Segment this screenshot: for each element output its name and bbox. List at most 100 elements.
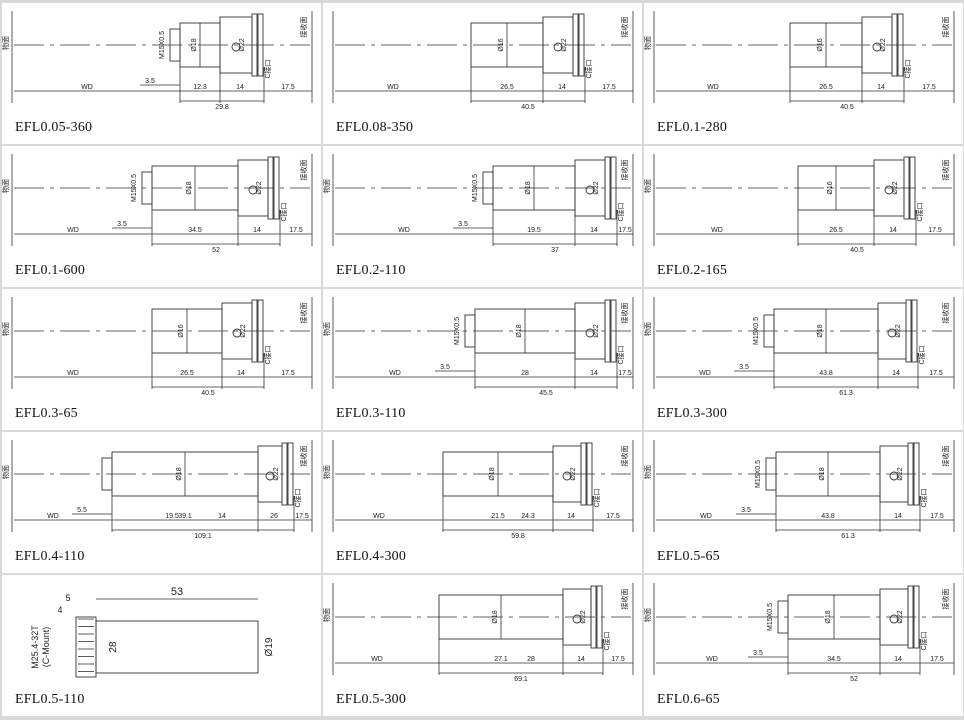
image-plane-label: 接收面 bbox=[299, 446, 308, 467]
total-length-label: 45.5 bbox=[539, 390, 553, 397]
total-length-label: 40.5 bbox=[201, 390, 215, 397]
image-plane-label: 接收面 bbox=[941, 303, 950, 324]
mount-length-label: 14 bbox=[894, 656, 902, 663]
mount-length-label: 14 bbox=[894, 513, 902, 520]
object-plane-label: 物面 bbox=[323, 322, 331, 336]
wd-label: WD bbox=[711, 227, 723, 234]
body-diameter-label: Ø18 bbox=[819, 467, 826, 480]
mount-ring-1 bbox=[267, 156, 274, 220]
mount-ring-2 bbox=[913, 442, 920, 506]
body-length-label: 34.5 bbox=[827, 656, 841, 663]
mount-label: C接口 bbox=[263, 59, 272, 78]
mount-length-label: 26 bbox=[270, 513, 278, 520]
object-plane-label: 物面 bbox=[323, 465, 331, 479]
body-diameter-label: Ø18 bbox=[186, 181, 193, 194]
body-length-label: 39.1 bbox=[178, 513, 192, 520]
wd-label: WD bbox=[81, 84, 93, 91]
thread-label: M15X0.5 bbox=[131, 174, 138, 202]
mount-diameter-label: Ø22 bbox=[892, 181, 899, 194]
total-length-label: 61.3 bbox=[841, 533, 855, 540]
thread-label: M15X0.5 bbox=[159, 31, 166, 59]
dim-53: 53 bbox=[171, 586, 183, 598]
mount-ring-2 bbox=[897, 13, 904, 77]
total-length-label: 59.8 bbox=[511, 533, 525, 540]
body-diameter-label: Ø18 bbox=[492, 610, 499, 623]
mount-label: C接口 bbox=[919, 488, 928, 507]
body-length-label-b: 24.3 bbox=[521, 513, 535, 520]
object-plane-label: 物面 bbox=[644, 608, 652, 622]
set-screw bbox=[872, 42, 882, 52]
image-plane-label: 接收面 bbox=[299, 160, 308, 181]
thread-label: M15X0.5 bbox=[755, 460, 762, 488]
image-plane-label: 接收面 bbox=[299, 17, 308, 38]
mount-ring-1 bbox=[907, 442, 914, 506]
mount-length-label: 14 bbox=[877, 84, 885, 91]
mount-length-label: 14 bbox=[590, 370, 598, 377]
object-plane-label: 物面 bbox=[2, 322, 10, 336]
wd-label: WD bbox=[67, 227, 79, 234]
mount-length-label: 14 bbox=[892, 370, 900, 377]
mount-label: C接口 bbox=[279, 202, 288, 221]
thread-label: M15X0.5 bbox=[472, 174, 479, 202]
model-caption: EFL0.3-300 bbox=[657, 406, 728, 421]
set-screw bbox=[585, 185, 595, 195]
total-length-label: 37 bbox=[551, 247, 559, 254]
mount-diameter-label: Ø22 bbox=[897, 610, 904, 623]
mount-diameter-label: Ø22 bbox=[256, 181, 263, 194]
wd-label: WD bbox=[707, 84, 719, 91]
wd-label: WD bbox=[371, 656, 383, 663]
object-plane-label: 物面 bbox=[644, 36, 652, 50]
image-plane-label: 接收面 bbox=[620, 589, 629, 610]
model-caption: EFL0.5-65 bbox=[657, 549, 720, 564]
image-plane-label: 接收面 bbox=[620, 160, 629, 181]
mount-diameter-label: Ø22 bbox=[895, 324, 902, 337]
mount-label: C接口 bbox=[919, 631, 928, 650]
body-diameter-label: Ø18 bbox=[516, 324, 523, 337]
mount-diameter-label: Ø22 bbox=[570, 467, 577, 480]
body-diameter-label: Ø18 bbox=[489, 467, 496, 480]
mount-length-label: 14 bbox=[237, 370, 245, 377]
body-diameter-label: Ø18 bbox=[176, 467, 183, 480]
mount-ring-2 bbox=[911, 299, 918, 363]
set-screw bbox=[553, 42, 563, 52]
mount-label: C接口 bbox=[263, 345, 272, 364]
model-caption: EFL0.3-110 bbox=[336, 406, 406, 421]
step-label: 3.5 bbox=[440, 364, 450, 371]
model-caption: EFL0.4-110 bbox=[15, 549, 85, 564]
wd-label: WD bbox=[47, 513, 59, 520]
wd-label: WD bbox=[387, 84, 399, 91]
wd-label: WD bbox=[67, 370, 79, 377]
body-length-label: 43.8 bbox=[821, 513, 835, 520]
object-plane-label: 物面 bbox=[2, 465, 10, 479]
mount-ring-1 bbox=[281, 442, 288, 506]
segment-label: 19.5 bbox=[165, 513, 179, 520]
dim-19: Ø19 bbox=[264, 637, 275, 656]
thread-label: M25.4-32T bbox=[30, 625, 40, 669]
model-caption: EFL0.5-300 bbox=[336, 692, 407, 707]
body-length-label: 43.8 bbox=[819, 370, 833, 377]
step-label: 3.5 bbox=[117, 221, 127, 228]
step-label: 3.5 bbox=[145, 78, 155, 85]
mount-ring-1 bbox=[604, 299, 611, 363]
body-diameter-label: Ø18 bbox=[525, 181, 532, 194]
mount-diameter-label: Ø22 bbox=[880, 38, 887, 51]
body-length-label: 12.3 bbox=[193, 84, 207, 91]
dim-5: 5 bbox=[65, 593, 70, 603]
step-label: 3.5 bbox=[753, 650, 763, 657]
mount-ring-1 bbox=[903, 156, 910, 220]
object-plane-label: 物面 bbox=[644, 179, 652, 193]
total-length-label: 40.5 bbox=[850, 247, 864, 254]
flange-length-label: 17.5 bbox=[618, 227, 632, 234]
set-screw bbox=[562, 471, 572, 481]
total-length-label: 109.1 bbox=[194, 533, 212, 540]
